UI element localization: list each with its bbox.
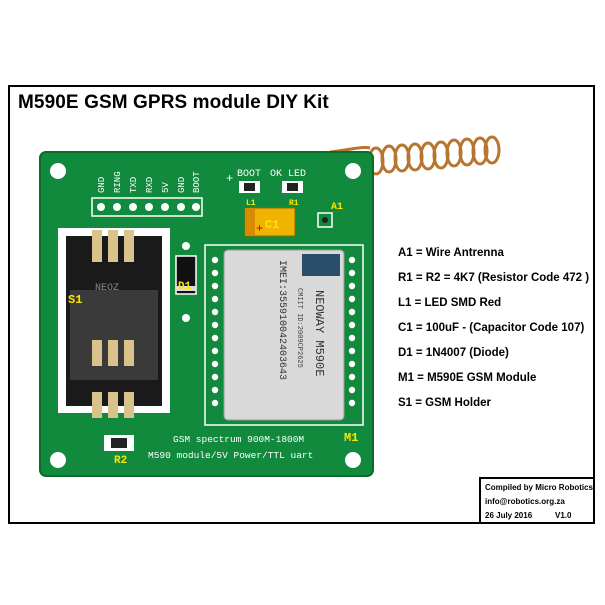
tag-s1: S1 xyxy=(68,293,82,307)
tag-r1: R1 xyxy=(289,199,299,208)
pin-label: RING xyxy=(113,171,123,193)
antenna-pad xyxy=(317,212,333,228)
pin-label: GND xyxy=(177,177,187,193)
resistor-r2 xyxy=(104,435,134,451)
legend-item: R1 = R2 = 4K7 (Resistor Code 472 ) xyxy=(398,272,590,284)
credit-box: Compiled by Micro Robotics info@robotics… xyxy=(479,477,595,524)
tag-l1: L1 xyxy=(246,199,256,208)
silk-led: LED xyxy=(288,169,306,180)
silk-line-1: GSM spectrum 900M-1800M xyxy=(173,434,304,445)
resistor-r1 xyxy=(282,181,303,193)
sim-holder: NEOZ xyxy=(58,228,170,418)
tag-d1: D1 xyxy=(178,281,192,293)
svg-text:+: + xyxy=(256,222,263,236)
tag-m1: M1 xyxy=(344,431,358,445)
silk-ok: OK xyxy=(270,169,282,180)
pin-label: RXD xyxy=(145,177,155,193)
credit-compiled: Compiled by Micro Robotics xyxy=(485,483,594,492)
legend-item: C1 = 100uF - (Capacitor Code 107) xyxy=(398,322,585,334)
module-outline xyxy=(204,244,364,426)
module-name: NEOWAY M590E xyxy=(312,290,326,376)
silk-plus: + xyxy=(226,172,233,186)
tag-r2: R2 xyxy=(114,455,127,467)
tag-c1: C1 xyxy=(265,218,279,232)
pin-label: GND xyxy=(97,177,107,193)
silk-boot: BOOT xyxy=(237,169,261,180)
mount-hole xyxy=(50,163,66,179)
sim-text: NEOZ xyxy=(95,283,119,294)
credit-email: info@robotics.org.za xyxy=(485,497,565,506)
module-imei: IMEI:355910042403643 xyxy=(276,260,287,380)
tag-a1: A1 xyxy=(331,202,343,213)
legend-item: A1 = Wire Antrenna xyxy=(398,247,504,259)
gsm-module: NEOWAY M590E CMIIT ID:2009CP2625 IMEI:35… xyxy=(223,249,345,421)
diode-d1 xyxy=(175,242,197,322)
module-cmiit: CMIIT ID:2009CP2625 xyxy=(295,288,303,368)
legend-item: L1 = LED SMD Red xyxy=(398,297,502,309)
legend-item: D1 = 1N4007 (Diode) xyxy=(398,347,509,359)
capacitor-c1: + xyxy=(244,207,296,237)
module-pads-right xyxy=(348,256,356,407)
pin-label: TXD xyxy=(129,177,139,193)
diagram-frame xyxy=(8,85,595,524)
mount-hole xyxy=(345,163,361,179)
mount-hole xyxy=(345,452,361,468)
legend-item: M1 = M590E GSM Module xyxy=(398,372,537,384)
credit-version: V1.0 xyxy=(555,511,572,520)
pin-label: BOOT xyxy=(192,171,202,193)
legend-item: S1 = GSM Holder xyxy=(398,397,491,409)
credit-date: 26 July 2016 xyxy=(485,511,533,520)
module-pads-left xyxy=(211,256,219,407)
led-l1 xyxy=(239,181,260,193)
pin-label: 5V xyxy=(161,182,171,193)
page-title: M590E GSM GPRS module DIY Kit xyxy=(18,92,329,113)
mount-hole xyxy=(50,452,66,468)
silk-line-2: M590 module/5V Power/TTL uart xyxy=(148,450,313,461)
header-pins xyxy=(91,197,203,217)
